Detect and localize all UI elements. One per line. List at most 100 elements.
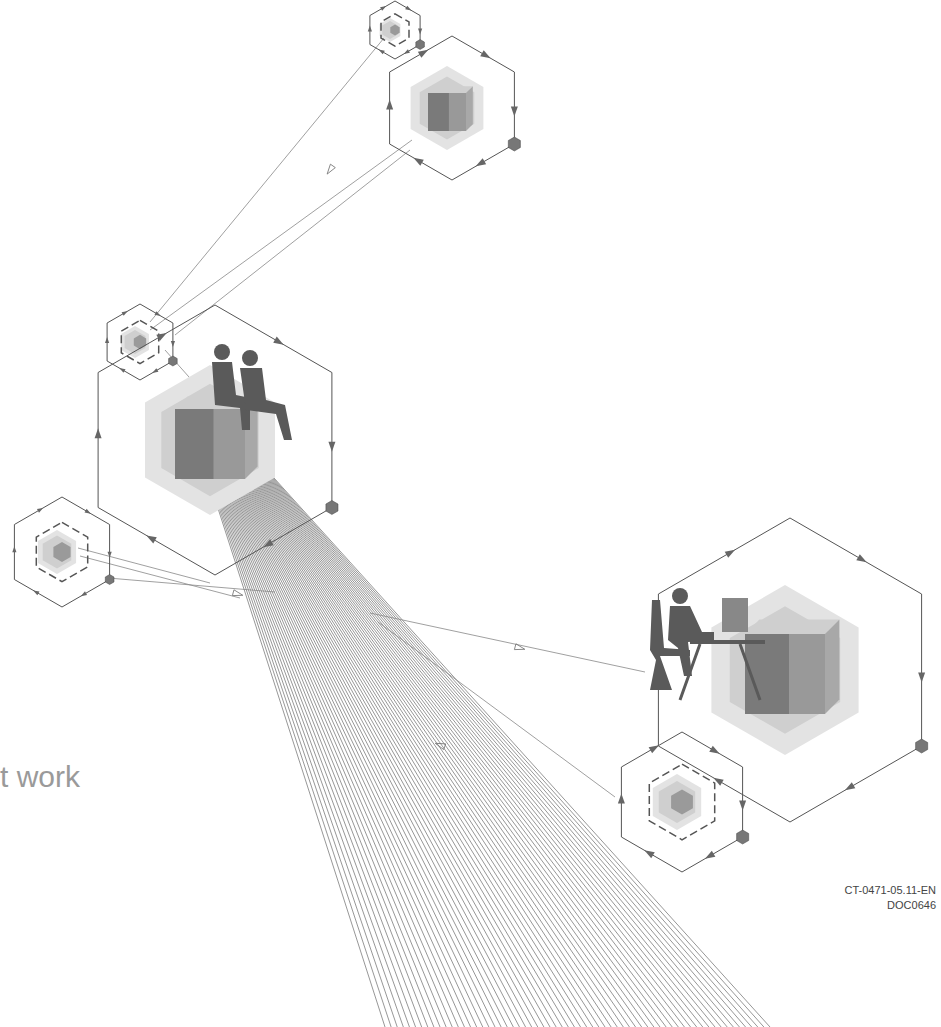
hex-outline xyxy=(370,1,420,59)
arrow-head xyxy=(325,164,336,176)
fan-line xyxy=(248,468,660,1027)
hex-unit xyxy=(386,36,520,180)
arrow-head xyxy=(725,547,737,558)
hex-outline xyxy=(98,305,332,575)
arrow-head xyxy=(514,644,525,652)
fan-line xyxy=(239,468,605,1027)
arrow-head xyxy=(145,532,157,543)
corner-dot xyxy=(105,575,114,585)
fan-line xyxy=(221,468,489,1027)
cube-shine xyxy=(449,93,466,131)
fan-line xyxy=(237,468,592,1027)
hex-unit xyxy=(95,305,338,575)
hex-ring xyxy=(36,522,87,581)
hex-shade xyxy=(653,774,701,830)
arrow-head xyxy=(412,155,424,166)
hex-unit xyxy=(655,518,928,822)
fan-line xyxy=(232,468,556,1027)
arrow-head xyxy=(154,311,161,318)
arrow-head xyxy=(171,341,175,347)
arrow-head xyxy=(378,48,385,55)
head xyxy=(214,344,230,360)
cube-side xyxy=(466,86,473,131)
fan-line xyxy=(225,468,513,1027)
arrow-head xyxy=(12,546,16,552)
monitor xyxy=(722,598,748,632)
fan-line xyxy=(249,468,666,1027)
fan-line xyxy=(255,468,708,1027)
fan-line xyxy=(229,468,538,1027)
arrow-head xyxy=(843,782,855,793)
arrow-head xyxy=(649,742,661,753)
arrow-head xyxy=(32,589,39,596)
person-at-desk xyxy=(650,588,765,700)
fan-line xyxy=(207,468,397,1027)
arrow-head xyxy=(151,368,158,375)
head xyxy=(242,350,258,366)
document-code: CT-0471-05.11-EN xyxy=(844,884,936,896)
hex-core xyxy=(671,789,693,814)
people-silhouette xyxy=(212,344,292,440)
arrow-head xyxy=(37,506,44,513)
corner-dot xyxy=(508,137,520,151)
artwork xyxy=(12,1,927,1027)
hex-shade xyxy=(659,781,695,823)
fan-line xyxy=(244,468,636,1027)
hex-shade xyxy=(711,585,858,755)
leader-line xyxy=(78,548,210,583)
hex-unit xyxy=(105,304,177,380)
arrow-head xyxy=(709,746,721,757)
hex-outline xyxy=(390,36,515,180)
fan-line xyxy=(236,468,586,1027)
corner-dot xyxy=(169,356,178,366)
hex-outline xyxy=(14,497,109,607)
cube-shine xyxy=(789,634,825,714)
body xyxy=(668,606,714,676)
arrow-head xyxy=(418,47,430,58)
fan-line xyxy=(265,468,770,1027)
fan-line xyxy=(209,468,410,1027)
arrow-head xyxy=(156,330,168,341)
fan-line xyxy=(230,468,544,1027)
corner-dot xyxy=(737,830,749,844)
arrow-head xyxy=(273,337,285,348)
fan-line xyxy=(206,468,391,1027)
fan-line xyxy=(210,468,416,1027)
head xyxy=(672,588,688,604)
arrow-head xyxy=(434,740,445,749)
arrow-head xyxy=(262,539,274,550)
fan-line xyxy=(251,468,679,1027)
arrow-head xyxy=(480,50,492,61)
fan-line xyxy=(246,468,648,1027)
leader-line xyxy=(150,140,412,330)
fan-line xyxy=(235,468,575,1027)
fan-line xyxy=(223,468,501,1027)
cube-top xyxy=(428,86,473,93)
line-fan xyxy=(205,468,770,1027)
fan-line xyxy=(234,468,569,1027)
fan-line xyxy=(253,468,691,1027)
hex-shade xyxy=(411,66,484,150)
cube-front xyxy=(745,634,825,714)
arrow-head xyxy=(122,309,129,316)
arrow-head xyxy=(108,552,112,558)
fan-line xyxy=(252,468,685,1027)
fan-line xyxy=(254,468,697,1027)
fan-line xyxy=(262,468,752,1027)
cube-front xyxy=(428,93,466,131)
hex-outline xyxy=(107,304,173,380)
fan-line xyxy=(241,468,617,1027)
arrow-head xyxy=(712,775,724,786)
arrow-head xyxy=(118,366,125,373)
fan-line xyxy=(242,468,623,1027)
arrow-head xyxy=(232,590,243,598)
hex-core xyxy=(53,542,70,562)
hex-ring xyxy=(381,14,409,46)
fan-line xyxy=(258,468,727,1027)
body xyxy=(240,368,292,440)
document-code: DOC0646 xyxy=(887,899,936,911)
chair xyxy=(650,600,690,690)
arrow-head xyxy=(403,49,410,56)
hex-shade xyxy=(125,330,146,354)
fan-line xyxy=(233,468,563,1027)
